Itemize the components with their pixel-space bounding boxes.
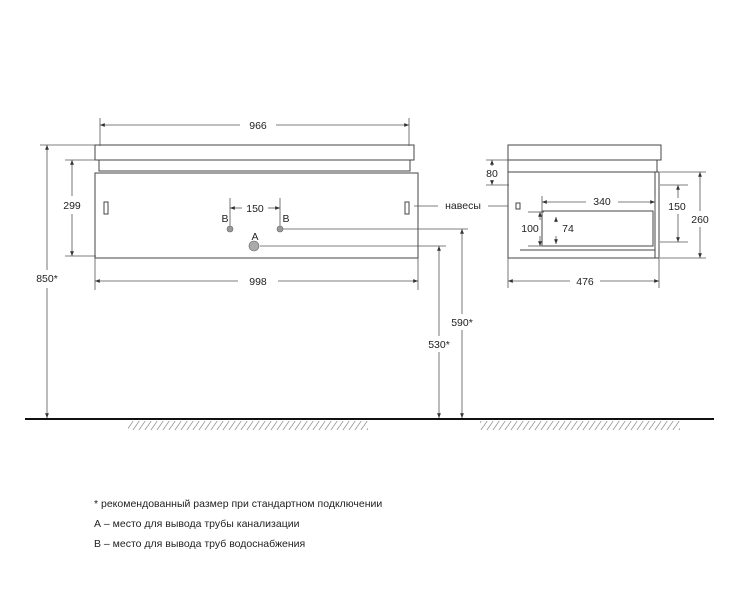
dim-body-height	[65, 159, 96, 257]
pipe-b-left-label: B	[221, 213, 228, 225]
pipe-b-left-marker	[226, 225, 234, 233]
side-back-panel	[654, 171, 660, 259]
floor-hatch-left	[128, 421, 368, 430]
side-hinge-mark	[515, 202, 521, 210]
dim-side-inner-small-label: 74	[562, 223, 574, 235]
dim-total-height-label: 850*	[36, 273, 58, 285]
side-countertop-lip	[507, 159, 658, 173]
dim-pipe-a-height-label: 530*	[428, 339, 450, 351]
side-view	[507, 144, 662, 259]
hinge-mark-right	[404, 201, 410, 215]
pipe-height-extensions	[260, 228, 468, 247]
floor-hatch-right	[480, 421, 680, 430]
pipe-a-marker	[248, 240, 260, 252]
dim-top-width-label: 966	[249, 120, 267, 132]
dim-side-inner-height-label: 100	[521, 223, 539, 235]
dim-side-inner-width	[541, 196, 656, 212]
side-drawer-box	[541, 210, 654, 247]
hinge-mark-left	[103, 201, 109, 215]
side-countertop	[507, 144, 662, 161]
dim-side-shelf-height	[660, 184, 688, 243]
front-countertop-lip	[98, 159, 411, 172]
pipe-b-right-label: B	[282, 213, 289, 225]
dim-side-depth-height	[660, 171, 706, 259]
dim-body-height-label: 299	[63, 200, 81, 212]
notes-block: * рекомендованный размер при стандартном…	[94, 494, 382, 554]
dim-body-width-label: 998	[249, 276, 267, 288]
pipe-b-right-marker	[276, 225, 284, 233]
dim-side-inner-height	[528, 211, 544, 247]
dim-total-height	[40, 144, 95, 418]
dim-side-inner-width-label: 340	[593, 196, 611, 208]
dim-pipe-b-height-label: 590*	[451, 317, 473, 329]
dim-side-depth-height-label: 260	[691, 214, 709, 226]
dim-side-top-height	[486, 159, 509, 186]
dim-side-top-height-label: 80	[486, 168, 498, 180]
dim-side-depth	[507, 258, 660, 288]
dim-side-shelf-height-label: 150	[668, 201, 686, 213]
pipe-a-label: A	[251, 231, 258, 243]
dim-pipe-spacing	[229, 198, 281, 226]
dim-body-width	[94, 258, 419, 290]
note-recommended: * рекомендованный размер при стандартном…	[94, 498, 383, 510]
hinges-label: навесы	[445, 200, 481, 212]
dim-pipe-spacing-label: 150	[246, 203, 264, 215]
dim-side-depth-label: 476	[576, 276, 594, 288]
dim-top-width	[99, 118, 410, 146]
note-pipe-b: В – место для вывода труб водоснабжения	[94, 538, 306, 550]
note-pipe-a: А – место для вывода трубы канализации	[94, 518, 300, 530]
front-countertop	[94, 144, 415, 161]
